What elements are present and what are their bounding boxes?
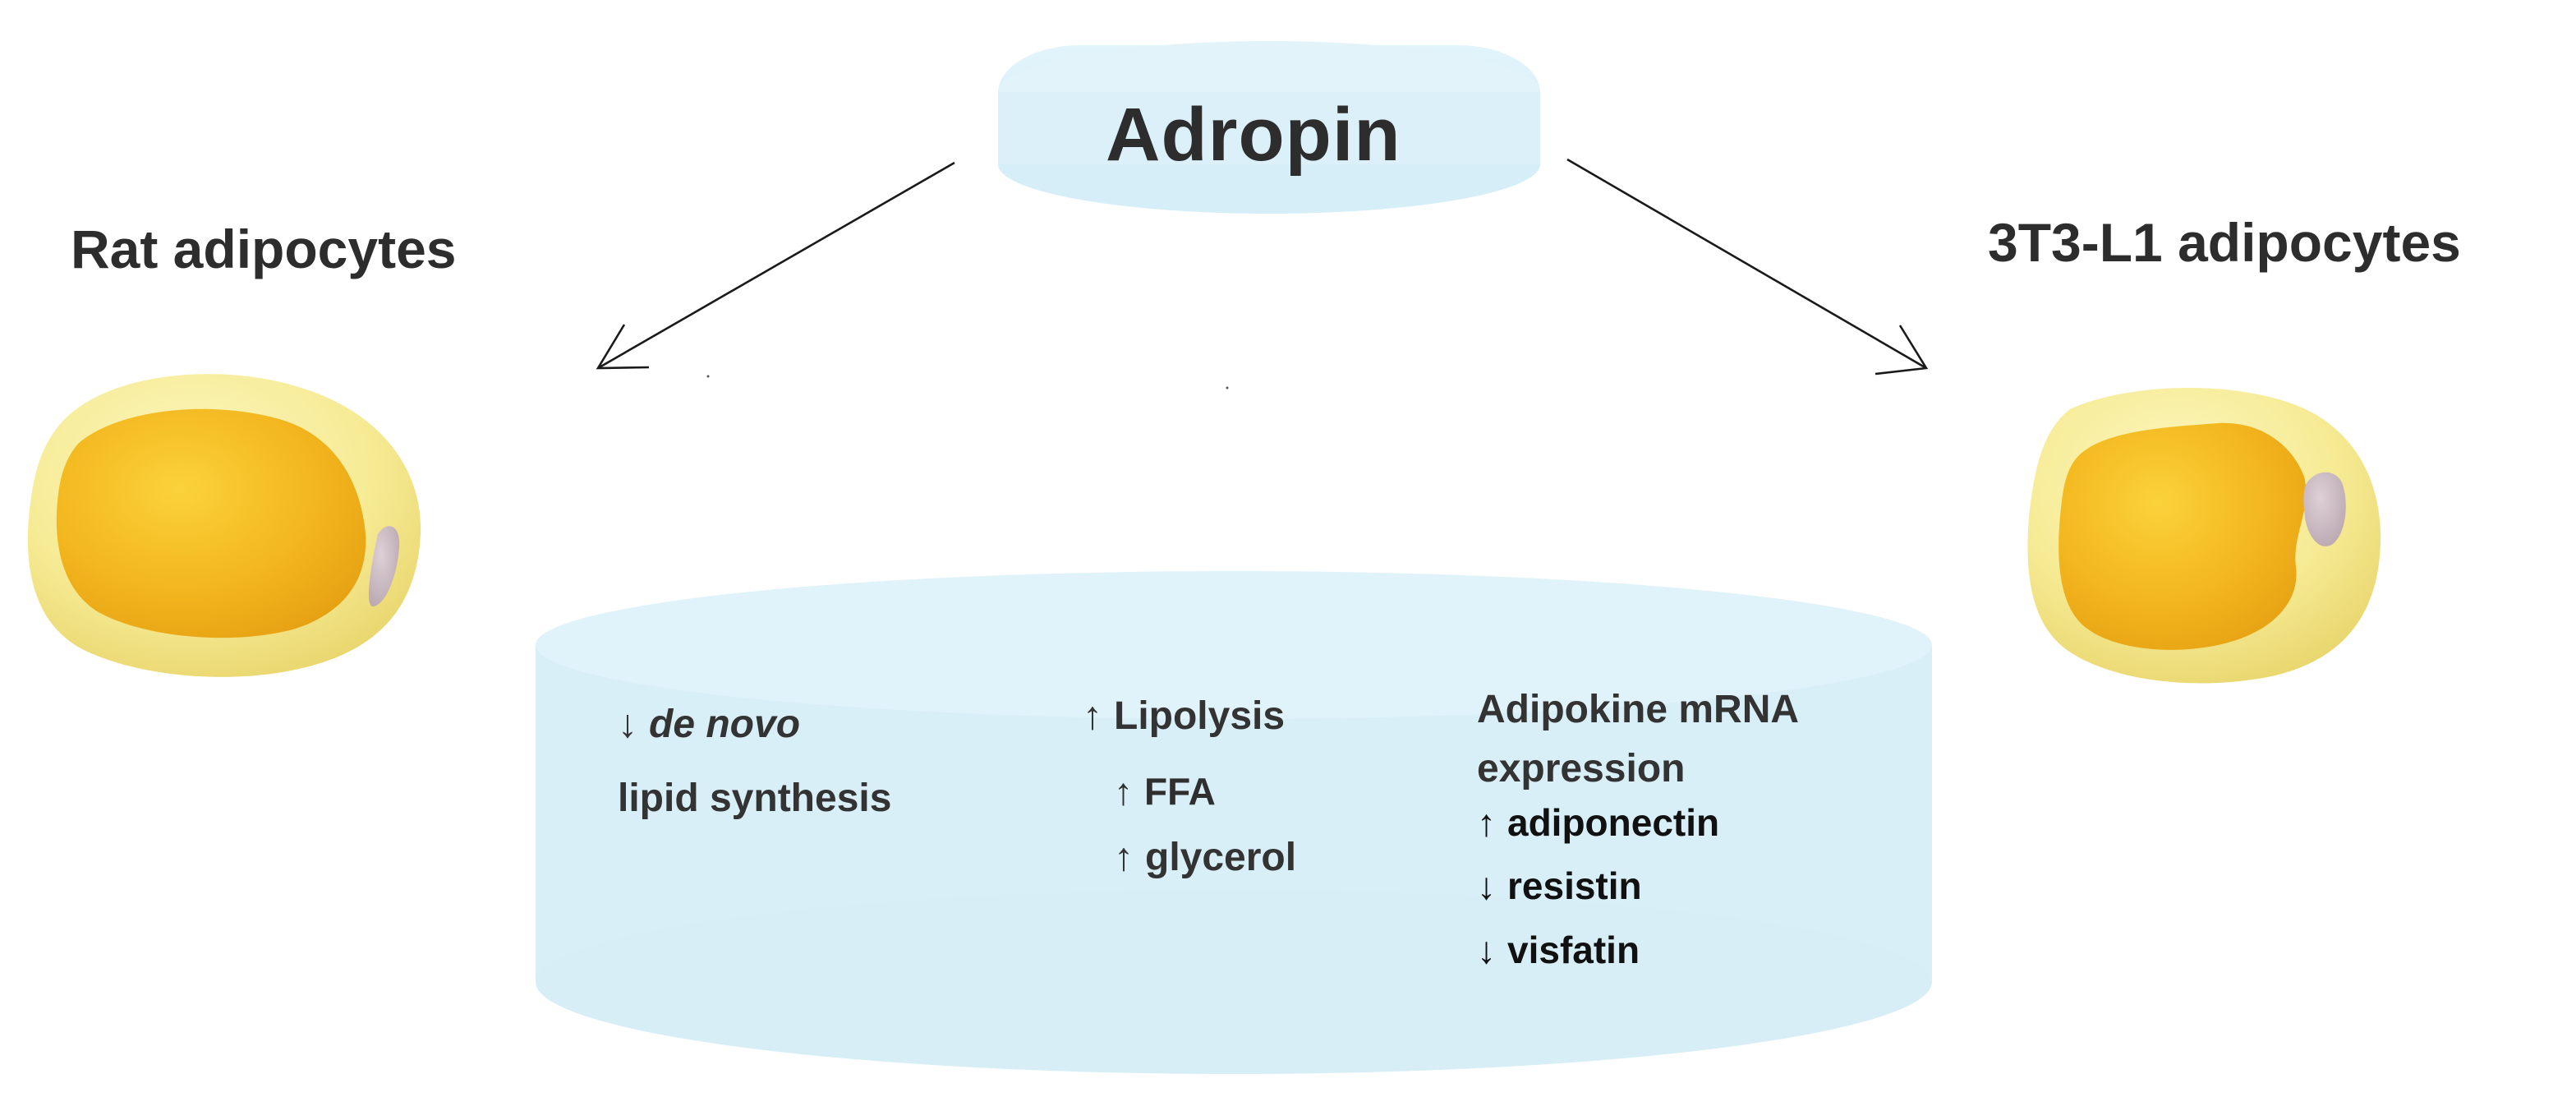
glycerol-item: ↑ glycerol bbox=[1114, 838, 1296, 878]
synthesis-effect: ↓ de novo bbox=[618, 705, 800, 744]
visfatin-label: visfatin bbox=[1507, 929, 1640, 971]
adipocyte-cell-icon bbox=[27, 374, 421, 677]
visfatin-item: ↓ visfatin bbox=[1477, 931, 1640, 969]
resistin-item: ↓ resistin bbox=[1477, 867, 1642, 905]
lipolysis-heading: ↑ Lipolysis bbox=[1083, 697, 1285, 736]
down-arrow-icon: ↓ bbox=[1477, 929, 1496, 971]
speck bbox=[1226, 386, 1229, 389]
lipolysis-label: Lipolysis bbox=[1114, 694, 1286, 738]
adiponectin-label: adiponectin bbox=[1507, 801, 1720, 844]
resistin-label: resistin bbox=[1507, 864, 1642, 907]
up-arrow-icon: ↑ bbox=[1114, 836, 1134, 879]
adipokine-heading-line2: expression bbox=[1477, 747, 1686, 790]
lipid-synthesis-label: lipid synthesis bbox=[618, 777, 892, 820]
up-arrow-icon: ↑ bbox=[1477, 801, 1496, 844]
down-arrow-icon: ↓ bbox=[618, 703, 637, 746]
left-pointer-arrow bbox=[596, 161, 955, 370]
ffa-item: ↑ FFA bbox=[1114, 772, 1216, 810]
ffa-label: FFA bbox=[1144, 770, 1216, 813]
hormone-title: Adropin bbox=[1106, 93, 1401, 177]
down-arrow-icon: ↓ bbox=[1477, 864, 1496, 907]
left-target-title: Rat adipocytes bbox=[71, 219, 457, 279]
effects-panel bbox=[536, 571, 1932, 1074]
up-arrow-icon: ↑ bbox=[1083, 694, 1102, 738]
right-target-title: 3T3-L1 adipocytes bbox=[1988, 212, 2461, 273]
adropin-badge bbox=[998, 41, 1540, 214]
adipocyte-cell-icon bbox=[2027, 388, 2381, 684]
glycerol-label: glycerol bbox=[1145, 836, 1297, 879]
right-pointer-arrow bbox=[1566, 158, 1929, 376]
up-arrow-icon: ↑ bbox=[1114, 770, 1133, 813]
de-novo-label: de novo bbox=[649, 703, 801, 746]
adipokine-heading-line1: Adipokine mRNA bbox=[1477, 688, 1800, 731]
speck bbox=[706, 375, 710, 378]
adiponectin-item: ↑ adiponectin bbox=[1477, 804, 1719, 841]
